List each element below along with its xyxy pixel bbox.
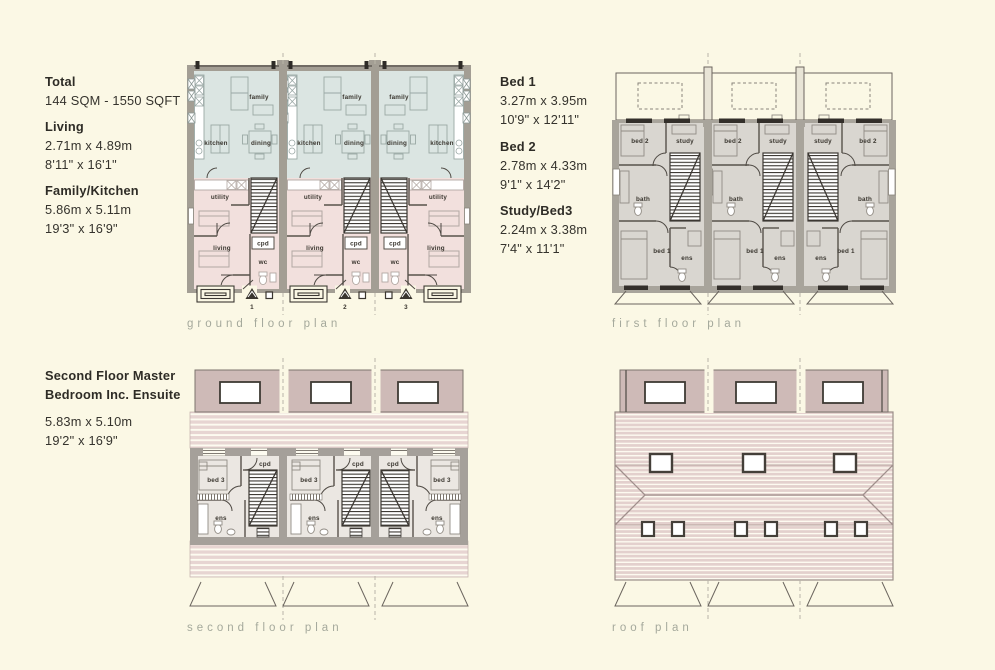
study-bed3-label: Study/Bed3 — [500, 203, 573, 218]
bed1-spec: Bed 1 3.27m x 3.95m 10'9" x 12'11" — [500, 72, 587, 129]
master-title-2: Bedroom Inc. Ensuite — [45, 387, 181, 402]
study-bed3-metric: 2.24m x 3.38m — [500, 222, 588, 237]
study-bed3-spec: Study/Bed3 2.24m x 3.38m 7'4" x 11'1" — [500, 201, 587, 258]
svg-text:bed 3: bed 3 — [300, 477, 318, 484]
family-kitchen-imperial: 19'3" x 16'9" — [45, 221, 118, 236]
svg-text:living: living — [427, 245, 445, 252]
first-floor-caption: first floor plan — [612, 318, 746, 330]
svg-text:cpd: cpd — [387, 461, 399, 468]
bed2-label: Bed 2 — [500, 139, 536, 154]
total-spec: Total 144 SQM - 1550 SQFT — [45, 72, 180, 110]
svg-text:kitchen: kitchen — [297, 140, 320, 147]
svg-text:bed 3: bed 3 — [433, 477, 451, 484]
total-label: Total — [45, 74, 76, 89]
bed1-metric: 3.27m x 3.95m — [500, 93, 588, 108]
room-label-bed3: bed 3 — [207, 477, 225, 484]
room-label-ens: ens — [681, 255, 693, 262]
svg-text:living: living — [306, 245, 324, 252]
study-bed3-imperial: 7'4" x 11'1" — [500, 241, 565, 256]
room-label-kitchen: kitchen — [204, 140, 227, 147]
svg-text:utility: utility — [429, 194, 447, 201]
room-label-wc: wc — [258, 259, 268, 266]
bed2-spec: Bed 2 2.78m x 4.33m 9'1" x 14'2" — [500, 137, 587, 194]
room-label-cpd2: cpd — [259, 461, 271, 468]
svg-text:cpd: cpd — [350, 241, 362, 248]
bed2-metric: 2.78m x 4.33m — [500, 158, 588, 173]
plot-number-2: 2 — [343, 304, 347, 311]
svg-text:dining: dining — [344, 140, 364, 147]
room-label-study: study — [676, 138, 694, 145]
family-kitchen-spec: Family/Kitchen 5.86m x 5.11m 19'3" x 16'… — [45, 181, 139, 238]
bed2-imperial: 9'1" x 14'2" — [500, 177, 566, 192]
svg-text:bed 2: bed 2 — [859, 138, 877, 145]
living-imperial: 8'11" x 16'1" — [45, 157, 117, 172]
master-title-1: Second Floor Master — [45, 368, 176, 383]
svg-text:cpd: cpd — [389, 241, 401, 248]
total-value: 144 SQM - 1550 SQFT — [45, 93, 181, 108]
svg-text:ens: ens — [774, 255, 786, 262]
room-label-bed2: bed 2 — [631, 138, 649, 145]
master-imperial: 19'2" x 16'9" — [45, 433, 118, 448]
svg-text:ens: ens — [308, 515, 320, 522]
bed1-imperial: 10'9" x 12'11" — [500, 112, 580, 127]
first-room-labels: bed 2 study bath bed 1 ens bed 2 study b… — [631, 138, 877, 262]
master-metric: 5.83m x 5.10m — [45, 414, 133, 429]
ground-floor-caption: ground floor plan — [187, 318, 342, 330]
svg-text:bath: bath — [858, 196, 872, 203]
living-metric: 2.71m x 4.89m — [45, 138, 133, 153]
svg-text:dining: dining — [387, 140, 407, 147]
svg-text:cpd: cpd — [352, 461, 364, 468]
bed1-label: Bed 1 — [500, 74, 536, 89]
svg-text:bath: bath — [729, 196, 743, 203]
living-spec: Living 2.71m x 4.89m 8'11" x 16'1" — [45, 117, 132, 174]
svg-text:bed 2: bed 2 — [724, 138, 742, 145]
room-label-bath: bath — [636, 196, 650, 203]
svg-text:wc: wc — [351, 259, 361, 266]
second-floor-plan-drawing: bed 3 cpd ens bed 3 cpd ens bed 3 cpd en… — [189, 358, 469, 620]
room-label-cpd: cpd — [257, 241, 269, 248]
first-floor-plan-drawing: bed 2 study bath bed 1 ens bed 2 study b… — [612, 53, 896, 315]
svg-text:bed 1: bed 1 — [837, 248, 855, 255]
plot-number-1: 1 — [250, 304, 254, 311]
ground-floor-plan-drawing: kitchen dining family utility living cpd… — [187, 53, 471, 315]
svg-text:ens: ens — [431, 515, 443, 522]
family-kitchen-label: Family/Kitchen — [45, 183, 139, 198]
plot-number-3: 3 — [404, 304, 408, 311]
room-label-utility: utility — [211, 194, 229, 201]
svg-text:study: study — [814, 138, 832, 145]
svg-text:family: family — [342, 94, 362, 101]
second-room-labels: bed 3 cpd ens bed 3 cpd ens bed 3 cpd en… — [207, 461, 451, 522]
svg-text:wc: wc — [390, 259, 400, 266]
room-label-bed1: bed 1 — [653, 248, 671, 255]
svg-text:utility: utility — [304, 194, 322, 201]
room-label-living: living — [213, 245, 231, 252]
svg-text:bed 1: bed 1 — [746, 248, 764, 255]
room-label-ens2: ens — [215, 515, 227, 522]
roof-plan-caption: roof plan — [612, 622, 693, 634]
svg-text:family: family — [389, 94, 409, 101]
second-floor-caption: second floor plan — [187, 622, 343, 634]
family-kitchen-metric: 5.86m x 5.11m — [45, 202, 132, 217]
svg-text:study: study — [769, 138, 787, 145]
room-label-family: family — [249, 94, 269, 101]
ground-room-labels: kitchen dining family utility living cpd… — [204, 94, 453, 266]
room-label-dining: dining — [251, 140, 271, 147]
living-label: Living — [45, 119, 84, 134]
roof-plan-drawing — [614, 358, 894, 620]
svg-text:ens: ens — [815, 255, 827, 262]
master-spec: Second Floor Master Bedroom Inc. Ensuite… — [45, 366, 181, 450]
svg-text:kitchen: kitchen — [430, 140, 453, 147]
